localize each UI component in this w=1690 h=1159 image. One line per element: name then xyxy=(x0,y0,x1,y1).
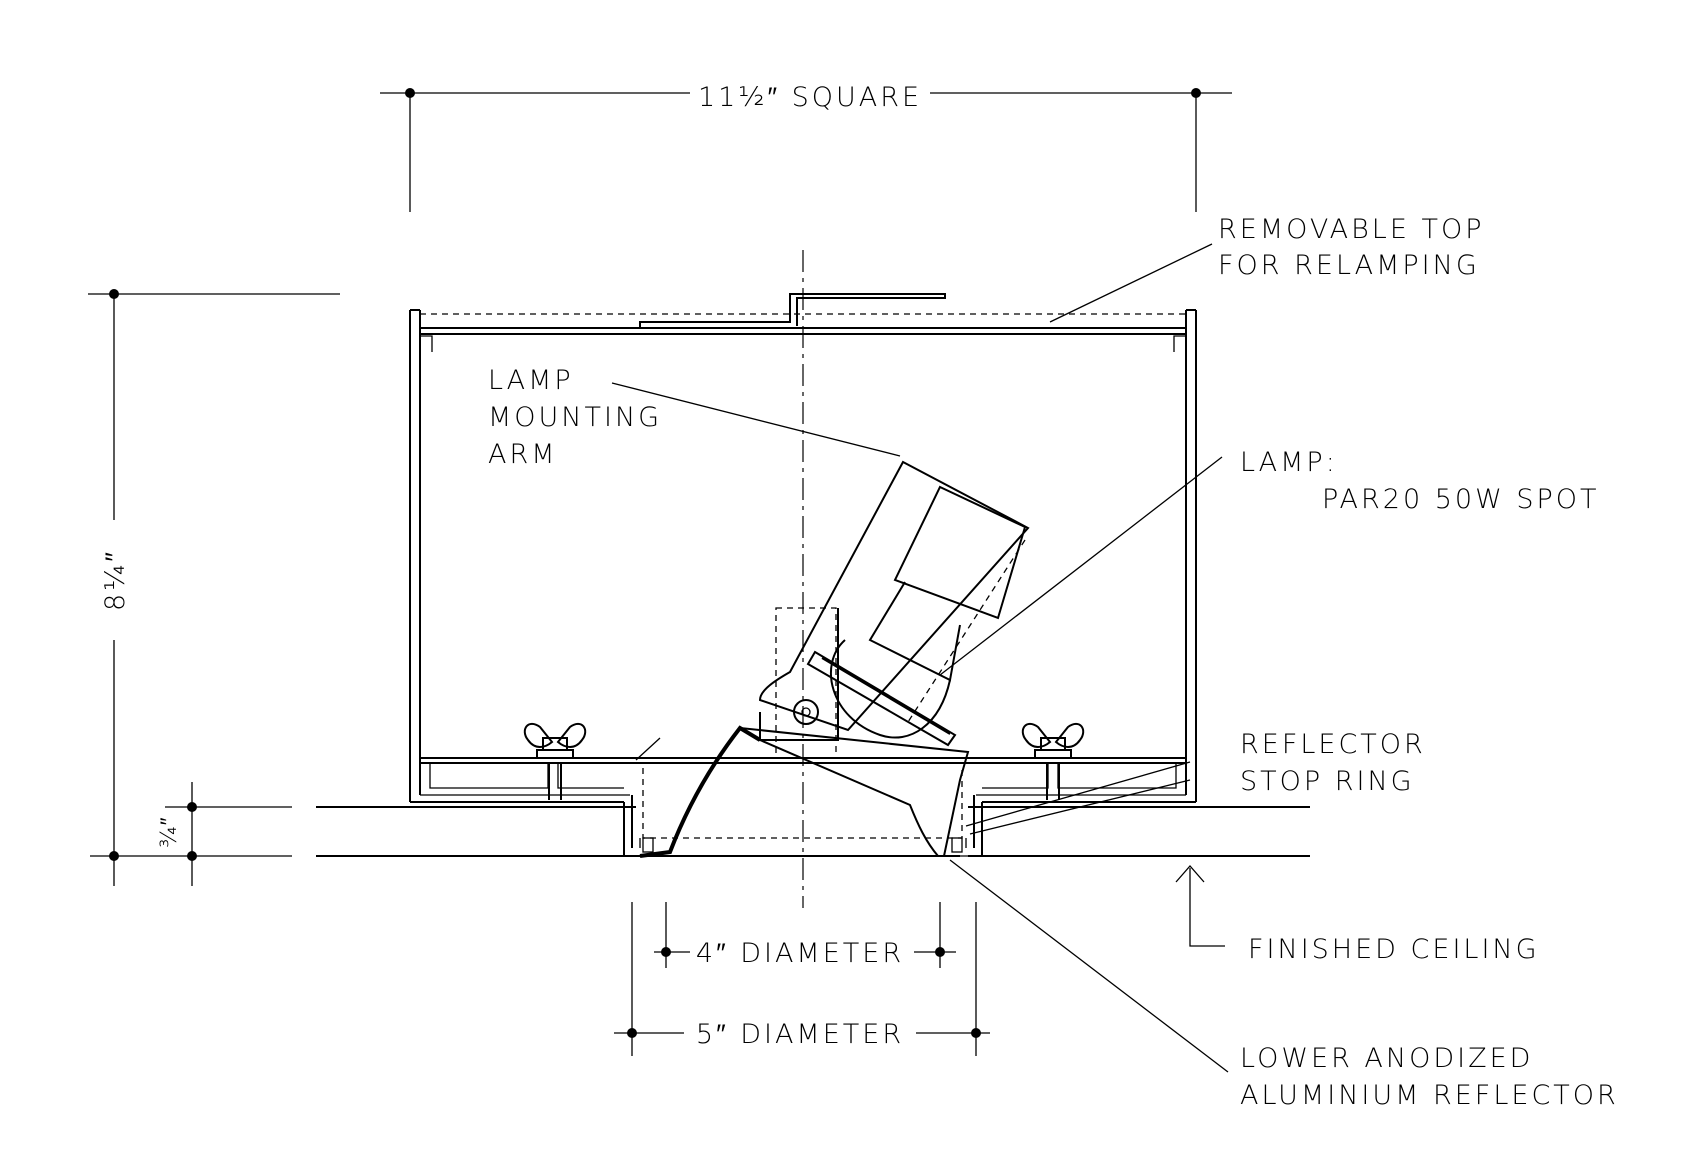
leader-lines xyxy=(611,243,1229,1073)
reflector-line2: ALUMINIUM REFLECTOR xyxy=(1240,1080,1619,1111)
height-dimension-label: 8¼″ xyxy=(100,549,131,611)
diameter-dimensions: 4″ DIAMETER 5″ DIAMETER xyxy=(614,902,990,1056)
trim-depth-dimension: ¾″ xyxy=(157,782,292,886)
outer-diameter-label: 5″ DIAMETER xyxy=(696,1019,904,1050)
lamp xyxy=(806,485,1027,747)
reflector-line1: LOWER ANODIZED xyxy=(1240,1043,1533,1074)
wing-nut-left xyxy=(523,722,587,800)
stop-ring-line2: STOP RING xyxy=(1240,766,1415,797)
lamp-line1: LAMP: xyxy=(1240,447,1338,478)
width-dimension: 11½″ SQUARE xyxy=(380,82,1232,212)
width-dimension-label: 11½″ SQUARE xyxy=(698,82,922,113)
callout-stop-ring: REFLECTOR STOP RING xyxy=(1240,729,1426,797)
height-dimension: 8¼″ xyxy=(88,289,340,886)
trim-depth-label: ¾″ xyxy=(157,816,182,847)
lower-reflector xyxy=(639,725,970,858)
ceiling-label: FINISHED CEILING xyxy=(1248,934,1540,965)
trim-ring xyxy=(623,737,983,857)
lamp-mounting-arm xyxy=(758,460,1030,759)
callout-lamp: LAMP: PAR20 50W SPOT xyxy=(1240,447,1600,515)
stop-ring-line1: REFLECTOR xyxy=(1240,729,1426,760)
lamp-line2: PAR20 50W SPOT xyxy=(1322,484,1600,515)
callout-ceiling: FINISHED CEILING xyxy=(1248,934,1540,965)
mounting-arm-line1: LAMP xyxy=(488,365,574,396)
callout-reflector: LOWER ANODIZED ALUMINIUM REFLECTOR xyxy=(1240,1043,1619,1111)
mounting-arm-line2: MOUNTING xyxy=(488,402,662,433)
mounting-arm-line3: ARM xyxy=(488,439,558,470)
inner-diameter-label: 4″ DIAMETER xyxy=(696,938,904,969)
finished-ceiling xyxy=(316,806,1310,857)
callout-removable-top: REMOVABLE TOP FOR RELAMPING xyxy=(1218,214,1485,281)
removable-top-line2: FOR RELAMPING xyxy=(1218,250,1480,281)
wing-nut-right xyxy=(1021,722,1085,800)
callout-mounting-arm: LAMP MOUNTING ARM xyxy=(488,365,662,470)
removable-top-line1: REMOVABLE TOP xyxy=(1218,214,1485,245)
